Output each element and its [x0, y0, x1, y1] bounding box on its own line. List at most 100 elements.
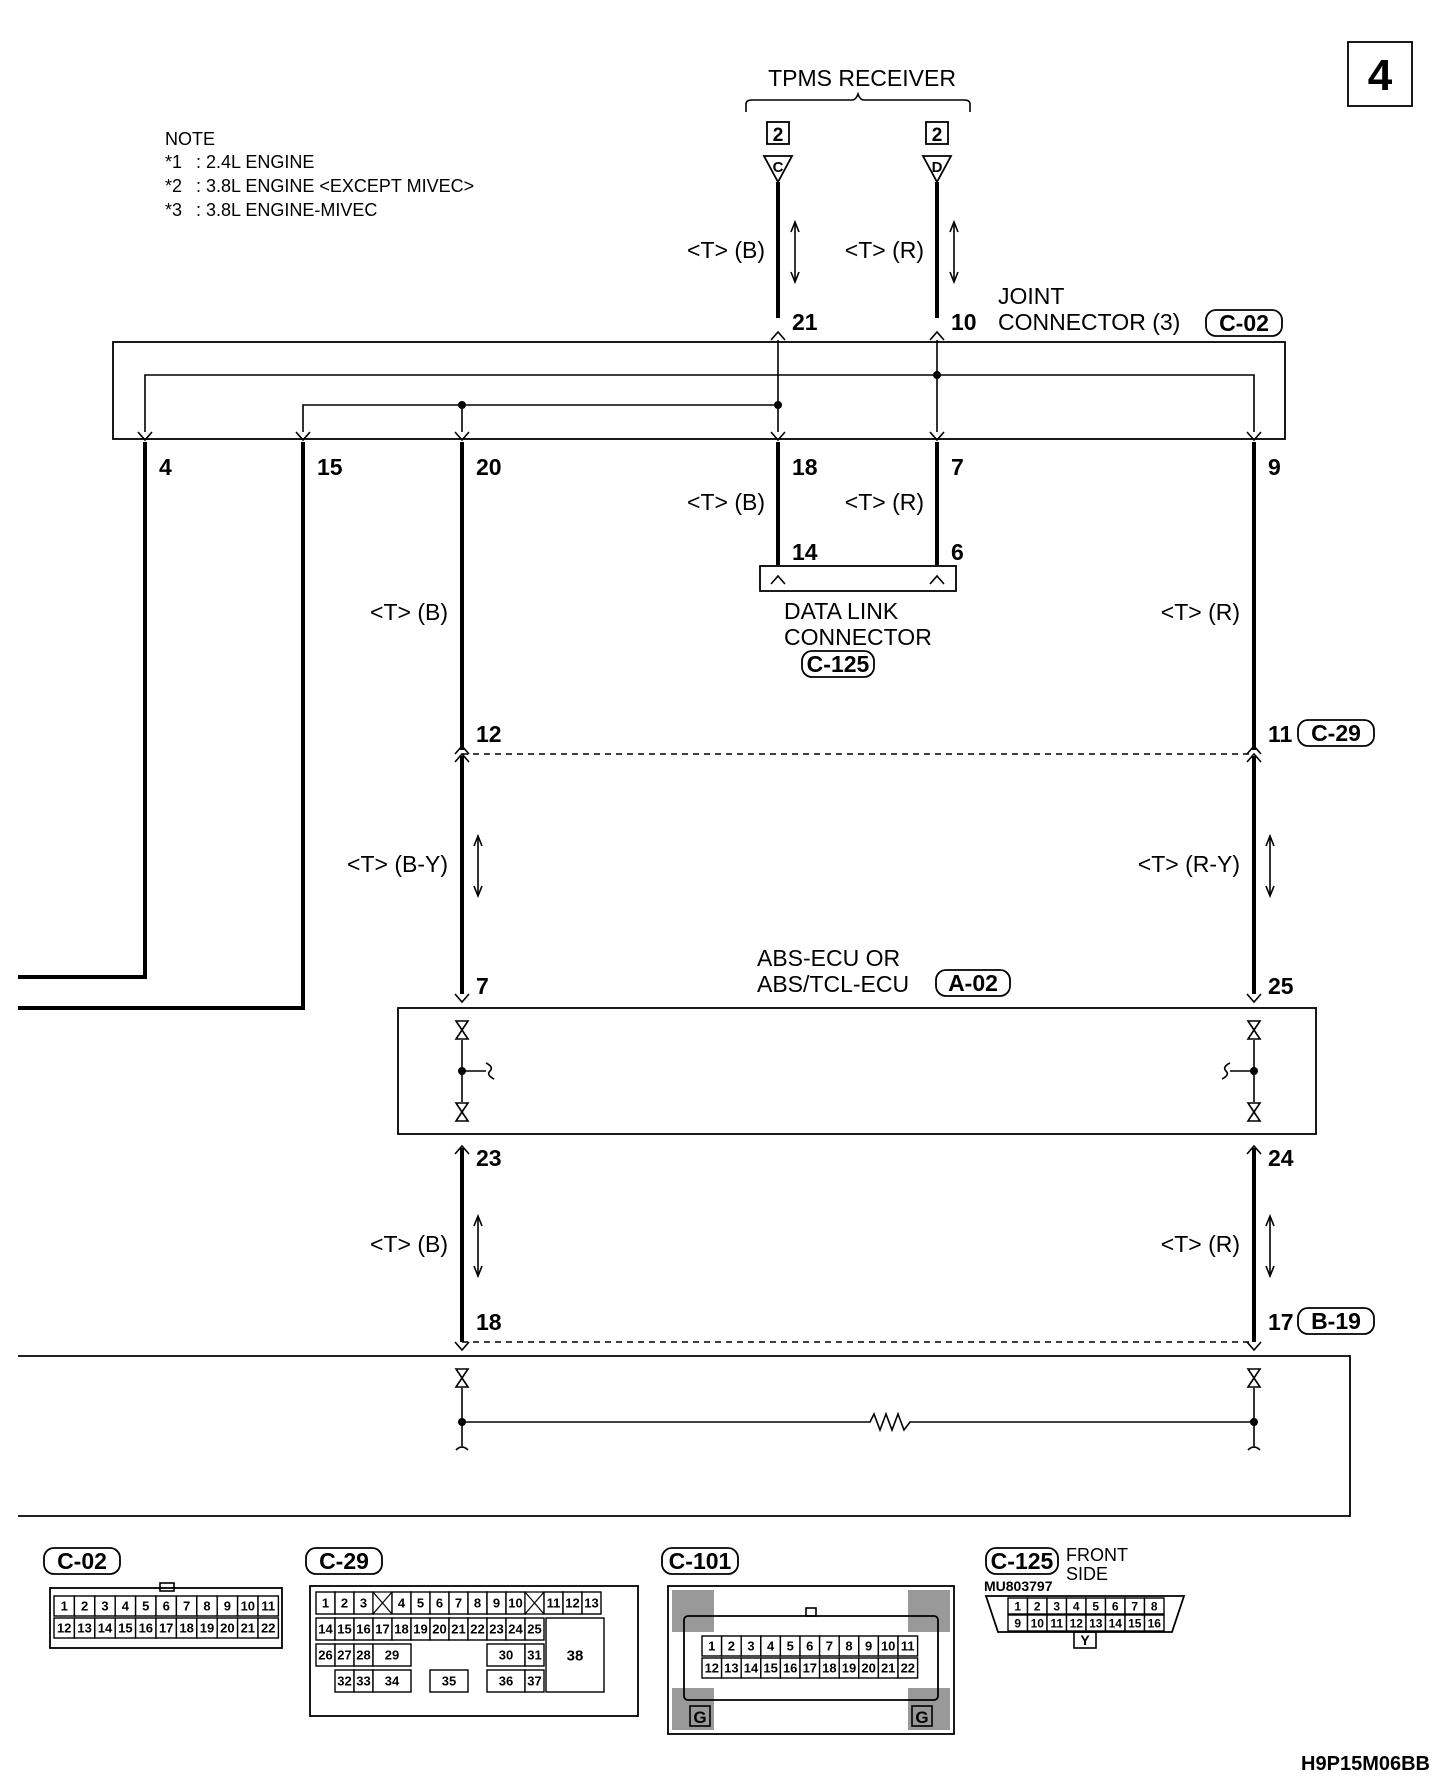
c02-pin-14-label: 14 [98, 1621, 113, 1636]
wire-label-by: <T> (B-Y) [347, 851, 448, 877]
c29-connection: 12 11 C-29 [454, 719, 1375, 763]
jc-code: C-02 [1219, 310, 1269, 336]
c101-face-code: C-101 [669, 1548, 732, 1574]
c125-pin-9-label: 9 [1014, 1616, 1021, 1630]
c29-pin-38-label: 38 [567, 1647, 584, 1664]
c02-pin-1-label: 1 [61, 1599, 68, 1614]
c29-pin-21-label: 21 [451, 1622, 465, 1637]
c02-pin-3-label: 3 [101, 1599, 108, 1614]
c29-pin-35-cell [429, 1669, 469, 1693]
c29-pin-29-cell [372, 1643, 412, 1667]
note-mark-1: *1 [165, 152, 182, 172]
c02-pin-20-label: 20 [220, 1621, 234, 1636]
c125-part-no: MU803797 [984, 1578, 1053, 1594]
c29-pin-18-label: 18 [394, 1622, 408, 1637]
c101-ground-right: G [915, 1708, 928, 1727]
c101-pin-8-label: 8 [845, 1639, 852, 1654]
c125-pin-5-label: 5 [1092, 1599, 1099, 1613]
c29-pin-25-label: 25 [527, 1622, 541, 1637]
abs-code: A-02 [948, 970, 998, 996]
c125-side-2: SIDE [1066, 1564, 1108, 1584]
c125-pin-1-label: 1 [1014, 1599, 1021, 1613]
c125-pin-14-label: 14 [1109, 1616, 1123, 1630]
c101-pin-9-label: 9 [865, 1639, 872, 1654]
c29-pin-9-label: 9 [493, 1596, 500, 1611]
abs-pin-7: 7 [476, 973, 489, 999]
wire-label-tpms-d: <T> (R) [845, 237, 924, 263]
tpms-receiver: TPMS RECEIVER 2 C 2 D [745, 65, 971, 184]
c125-pin-7-label: 7 [1131, 1599, 1138, 1613]
c125-pin-8-cell [1143, 1597, 1165, 1615]
note-title: NOTE [165, 129, 215, 149]
c125-pin-13-label: 13 [1089, 1616, 1103, 1630]
c29-pin-19-label: 19 [413, 1622, 427, 1637]
c02-pin-21-label: 21 [241, 1621, 255, 1636]
lower-unit [18, 1355, 1351, 1517]
jc-pin-4: 4 [159, 454, 172, 480]
c02-pin-15-label: 15 [118, 1621, 132, 1636]
c29-pin-13-label: 13 [584, 1596, 598, 1611]
wire-label-tpms-c: <T> (B) [687, 237, 765, 263]
jc-pin-18: 18 [792, 454, 818, 480]
c101-pin-22-label: 22 [901, 1661, 915, 1676]
c02-pin-11-label: 11 [261, 1599, 275, 1614]
c29-pin-8-label: 8 [474, 1596, 481, 1611]
jc-pin-20: 20 [476, 454, 502, 480]
c02-face-code: C-02 [57, 1548, 107, 1574]
c29-pin-16-label: 16 [356, 1622, 370, 1637]
b19-pin-17: 17 [1268, 1309, 1294, 1335]
c29-pin-12: 12 [476, 721, 502, 747]
c29-pin-33-label: 33 [356, 1674, 370, 1689]
c101-pin-22-cell [897, 1657, 919, 1679]
jc-pin-10: 10 [951, 309, 977, 335]
c29-pin-29-label: 29 [385, 1648, 399, 1663]
c29-pin-1-label: 1 [322, 1596, 329, 1611]
c02-pin-16-label: 16 [139, 1621, 153, 1636]
note-block: NOTE *1 : 2.4L ENGINE *2 : 3.8L ENGINE <… [165, 129, 474, 220]
note-text-3: : 3.8L ENGINE-MIVEC [196, 200, 377, 220]
c02-pin-12-label: 12 [57, 1621, 71, 1636]
jc-pin-9: 9 [1268, 454, 1281, 480]
c29-pin-32-label: 32 [337, 1674, 351, 1689]
c29-pin-10-label: 10 [508, 1596, 522, 1611]
tpms-pin-d-box [925, 121, 949, 145]
c101-pin-12-label: 12 [705, 1661, 719, 1676]
c02-pin-7-label: 7 [183, 1599, 190, 1614]
c29-pin-6-label: 6 [436, 1596, 443, 1611]
dlc-pin-14: 14 [792, 539, 818, 565]
c29-pin-35-label: 35 [442, 1674, 456, 1689]
c125-pin-12-label: 12 [1070, 1616, 1084, 1630]
c125-pin-16-label: 16 [1148, 1616, 1162, 1630]
note-text-1: : 2.4L ENGINE [196, 152, 314, 172]
c125-pin-8-label: 8 [1151, 1599, 1158, 1613]
c29-face-code: C-29 [319, 1548, 369, 1574]
c101-pin-3-label: 3 [747, 1639, 754, 1654]
b19-code-box [1297, 1307, 1375, 1335]
c101-pin-11-cell [897, 1635, 919, 1657]
dlc-code-box [801, 650, 875, 678]
dlc-label-1: DATA LINK [784, 598, 899, 624]
c02-pin-8-label: 8 [203, 1599, 210, 1614]
c101-pin-6-label: 6 [806, 1639, 813, 1654]
note-text-2: : 3.8L ENGINE <EXCEPT MIVEC> [196, 176, 474, 196]
b19-pin-18: 18 [476, 1309, 502, 1335]
c101-pin-11-label: 11 [901, 1639, 915, 1654]
c29-pin-11: 11 [1268, 721, 1293, 747]
c02-pin-4-label: 4 [122, 1599, 130, 1614]
dlc-code: C-125 [807, 651, 870, 677]
c125-pin-11-label: 11 [1050, 1616, 1063, 1630]
c101-pin-17-label: 17 [803, 1661, 817, 1676]
c101-pin-1-label: 1 [708, 1639, 715, 1654]
note-mark-3: *3 [165, 200, 182, 220]
c101-pin-5-label: 5 [787, 1639, 794, 1654]
c29-pin-31-label: 31 [527, 1648, 541, 1663]
b19-code: B-19 [1311, 1308, 1361, 1334]
wire-label-dlc-b: <T> (B) [687, 489, 765, 515]
c125-pin-2-label: 2 [1034, 1599, 1041, 1613]
jc-pin-15: 15 [317, 454, 343, 480]
b19-connection: 18 17 B-19 [454, 1307, 1375, 1351]
c101-pin-15-label: 15 [763, 1661, 777, 1676]
c29-pin-27-label: 27 [337, 1648, 351, 1663]
c125-side-1: FRONT [1066, 1545, 1128, 1565]
